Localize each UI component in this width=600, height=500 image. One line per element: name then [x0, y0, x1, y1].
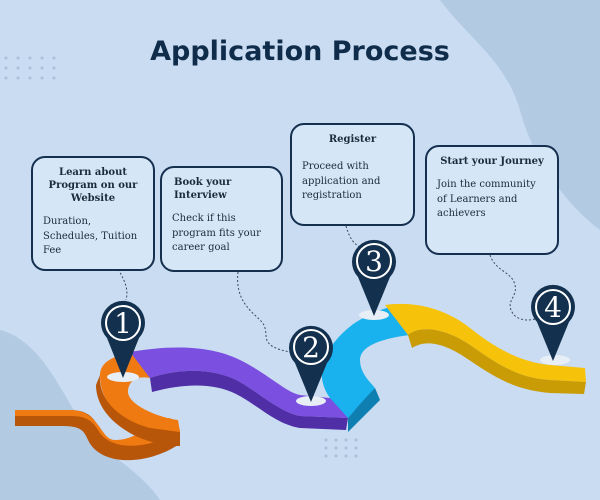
step-heading: Register — [328, 134, 377, 145]
connector-lines — [114, 225, 539, 353]
pin-number-2: 2 — [302, 331, 320, 364]
dot-grid-top — [4, 56, 56, 80]
step-body: Join the community of Learners and achie… — [437, 179, 536, 219]
pin-3: 3 — [352, 239, 396, 316]
step-card-1: Learn about Program on our Website Durat… — [31, 156, 155, 271]
step-body: Check if this program fits your career g… — [172, 213, 261, 253]
step-body: Duration, Schedules, Tuition Fee — [43, 216, 138, 256]
step-body: Proceed with application and registratio… — [302, 161, 381, 201]
pin-number-4: 4 — [544, 291, 562, 324]
pin-number-3: 3 — [365, 245, 383, 278]
step-heading: Start your Journey — [440, 156, 544, 167]
pin-2: 2 — [289, 325, 333, 402]
step-card-4: Start your Journey Join the community of… — [425, 145, 559, 255]
pin-1: 1 — [100, 300, 145, 378]
road-segment-4 — [385, 303, 586, 394]
map-pin-icon — [531, 284, 575, 361]
step-card-3: Register Proceed with application and re… — [290, 123, 415, 226]
step-heading: Book your Interview — [174, 177, 232, 201]
road-segment-2 — [130, 347, 348, 430]
dot-grid-bottom — [324, 438, 358, 458]
step-card-2: Book your Interview Check if this progra… — [160, 166, 283, 272]
pin-4: 4 — [531, 284, 575, 361]
pin-number-1: 1 — [114, 307, 132, 340]
step-heading: Learn about Program on our Website — [48, 167, 138, 204]
page-title: Application Process — [150, 36, 450, 67]
